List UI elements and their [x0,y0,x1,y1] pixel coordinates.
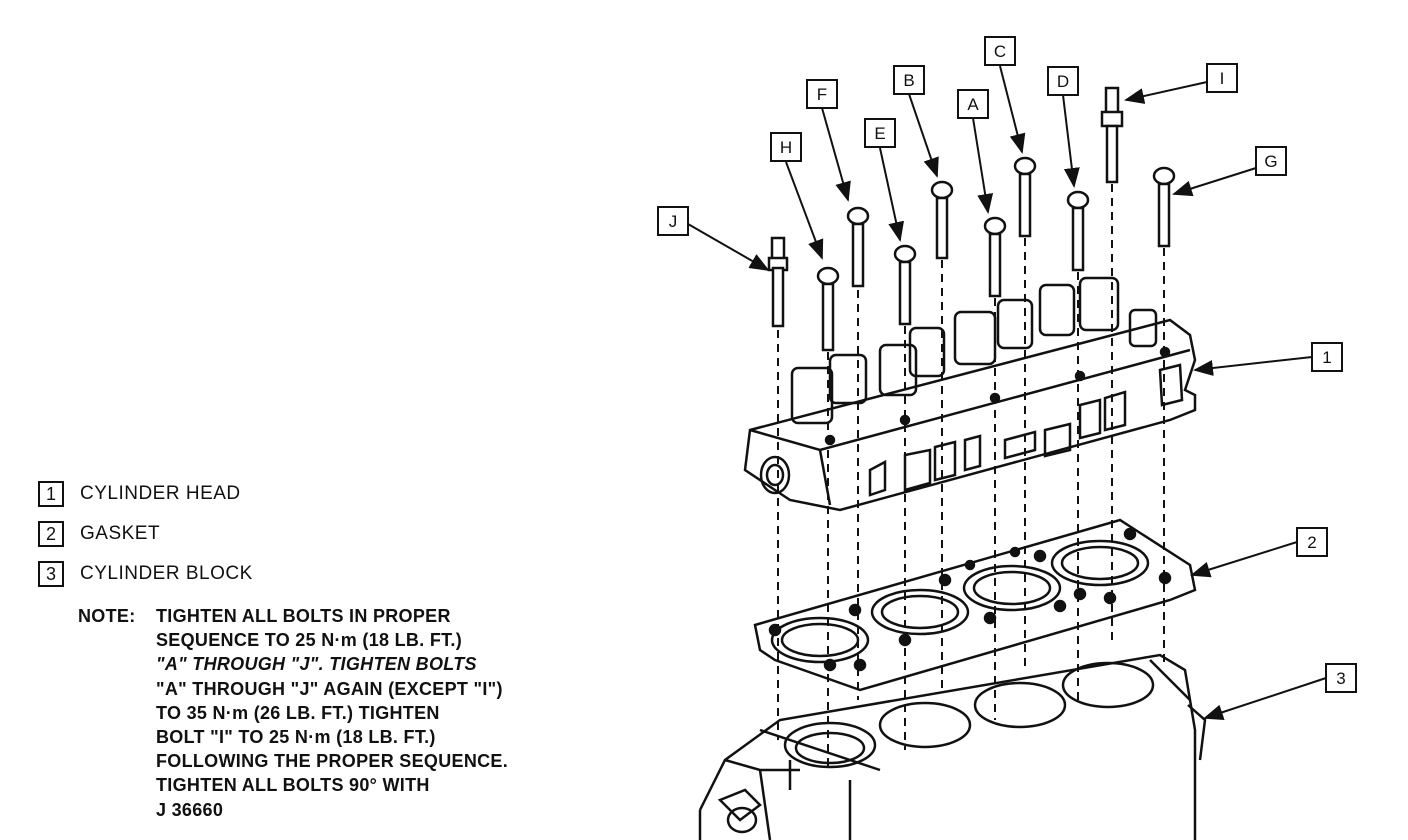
callout-j: J [657,206,689,236]
legend-item: 3 CYLINDER BLOCK [38,560,253,588]
callout-3: 3 [1325,663,1357,693]
svg-text:A: A [967,95,979,114]
gasket [753,518,1197,692]
callout-c: C [984,36,1016,66]
svg-text:I: I [1220,69,1225,88]
callout-f: F [806,79,838,109]
svg-text:H: H [780,138,792,157]
bolt-a [983,216,1007,298]
note-body: TIGHTEN ALL BOLTS IN PROPER SEQUENCE TO … [156,604,636,822]
note-line: SEQUENCE TO 25 N·m (18 LB. FT.) [156,630,463,651]
legend-item: 1 CYLINDER HEAD [38,480,253,508]
legend-label: GASKET [80,523,161,544]
callout-boxes: J H F E B A C D I G 1 2 3 [657,36,1357,693]
cylinder-block [698,653,1207,840]
note-line: J 36660 [156,799,224,820]
note-line: FOLLOWING THE PROPER SEQUENCE. [156,751,509,772]
svg-text:G: G [1264,152,1277,171]
callout-g: G [1255,146,1287,176]
callout-2: 2 [1296,527,1328,557]
svg-text:2: 2 [1307,533,1316,552]
svg-text:C: C [994,42,1006,61]
bolt-i [1100,86,1124,184]
svg-text:F: F [817,85,827,104]
legend-label: CYLINDER BLOCK [80,563,253,584]
callout-h: H [770,132,802,162]
parts-legend: 1 CYLINDER HEAD 2 GASKET 3 CYLINDER BLOC… [38,480,253,600]
legend-label: CYLINDER HEAD [80,483,241,504]
note-line: TO 35 N·m (26 LB. FT.) TIGHTEN [156,702,440,723]
bolt-h [816,266,840,352]
svg-text:J: J [669,212,678,231]
legend-number: 3 [38,561,64,587]
bolt-e [893,244,917,326]
legend-number: 2 [38,521,64,547]
head-bolts [767,86,1176,352]
note-line: TIGHTEN ALL BOLTS IN PROPER [156,606,451,626]
legend-number: 1 [38,481,64,507]
callout-b: B [893,65,925,95]
bolt-b [930,180,954,260]
bolt-j [767,236,789,328]
note-line: TIGHTEN ALL BOLTS 90° WITH [156,775,430,796]
note-line: "A" THROUGH "J". TIGHTEN BOLTS [156,654,477,675]
callout-d: D [1047,66,1079,96]
svg-text:1: 1 [1322,348,1331,367]
bolt-f [846,206,870,288]
callout-1: 1 [1311,342,1343,372]
cylinder-head [743,276,1197,512]
callout-e: E [864,118,896,148]
bolt-c [1013,156,1037,238]
bolt-g [1152,166,1176,248]
note-line: BOLT "I" TO 25 N·m (18 LB. FT.) [156,727,436,748]
note-line: "A" THROUGH "J" AGAIN (EXCEPT "I") [156,678,503,699]
bolt-d [1066,190,1090,272]
svg-text:3: 3 [1336,669,1345,688]
svg-text:D: D [1057,72,1069,91]
legend-item: 2 GASKET [38,520,253,548]
callout-leaders [687,65,1327,720]
svg-text:B: B [903,71,914,90]
callout-a: A [957,89,989,119]
callout-i: I [1206,63,1238,93]
svg-text:E: E [874,124,885,143]
alignment-lines [777,184,1165,770]
note-label: NOTE: [78,606,136,626]
